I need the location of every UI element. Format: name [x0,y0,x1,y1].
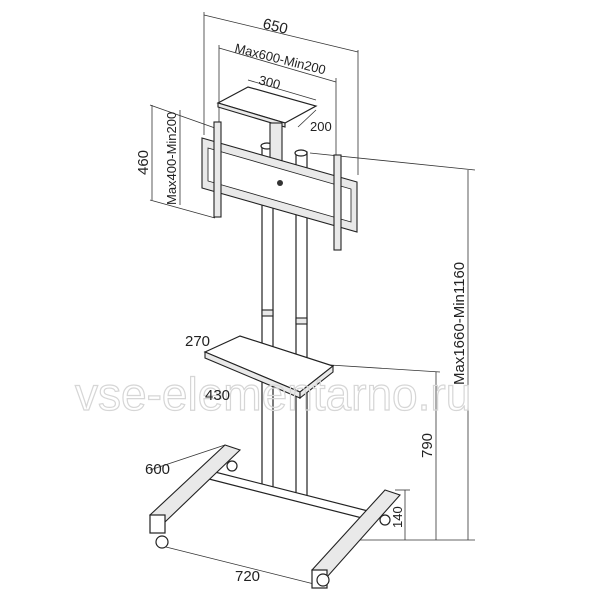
label-shelf-width: 430 [205,387,230,404]
label-vesa-width: Max600-Min200 [233,40,327,77]
label-base-depth: 600 [145,461,170,478]
vesa-bracket [201,121,358,251]
dimension-lines [149,12,476,586]
label-base-width: 720 [235,568,260,585]
label-vesa-height: Max400-Min200 [164,112,179,205]
label-shelf-depth: 270 [185,333,210,350]
middle-shelf [203,335,335,400]
label-total-height: Max1660-Min1160 [451,262,468,385]
label-bracket-height: 460 [135,150,152,175]
camera-shelf [216,86,318,169]
label-plate-width: 300 [257,72,282,92]
label-base-height: 140 [390,506,405,528]
label-shelf-height: 790 [419,433,436,458]
label-overall-width: 650 [261,15,289,38]
base-frame [149,444,401,589]
watermark: vse-elementarno.ru [75,368,471,420]
label-plate-depth: 200 [310,119,332,134]
